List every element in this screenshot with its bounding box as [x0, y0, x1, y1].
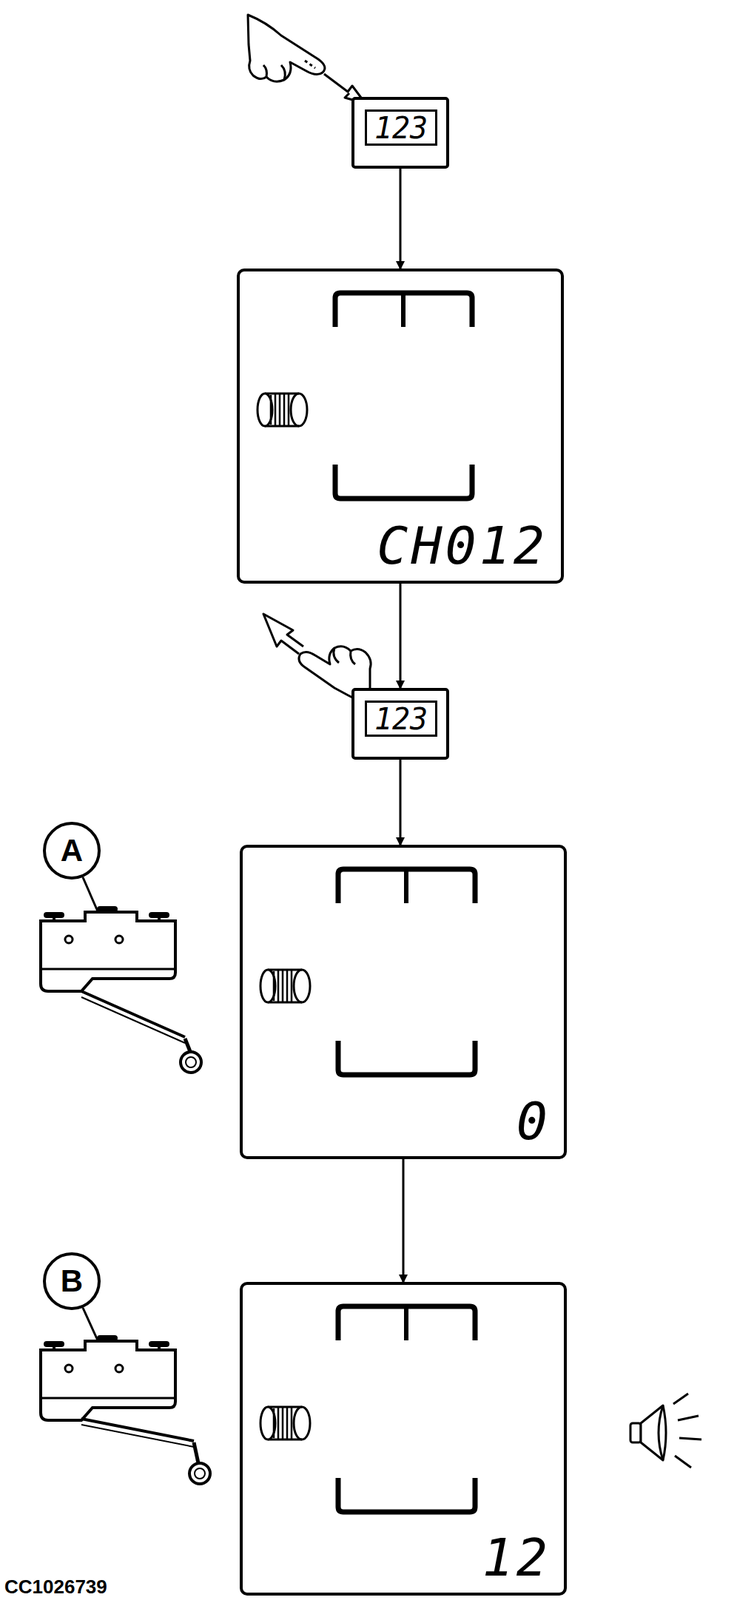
display-button: 123 [351, 688, 450, 760]
callout-letter: B [60, 1266, 83, 1298]
display-readout: 0 [516, 1095, 551, 1148]
flow-arrow [399, 168, 402, 269]
callout-letter: A [60, 835, 83, 867]
display-readout: CH012 [376, 520, 548, 572]
display-panel: 12 [239, 1282, 567, 1597]
display-panel: 0 [239, 845, 567, 1160]
display-button: 123 [351, 96, 450, 169]
button-digits: 123 [364, 700, 438, 737]
display-panel: CH012 [236, 268, 564, 584]
flow-arrow [399, 583, 402, 689]
flow-arrow [402, 1159, 405, 1283]
figure-id: CC1026739 [4, 1577, 108, 1597]
button-digits: 123 [364, 109, 438, 146]
flow-arrow [399, 759, 402, 846]
display-readout: 12 [482, 1532, 551, 1585]
